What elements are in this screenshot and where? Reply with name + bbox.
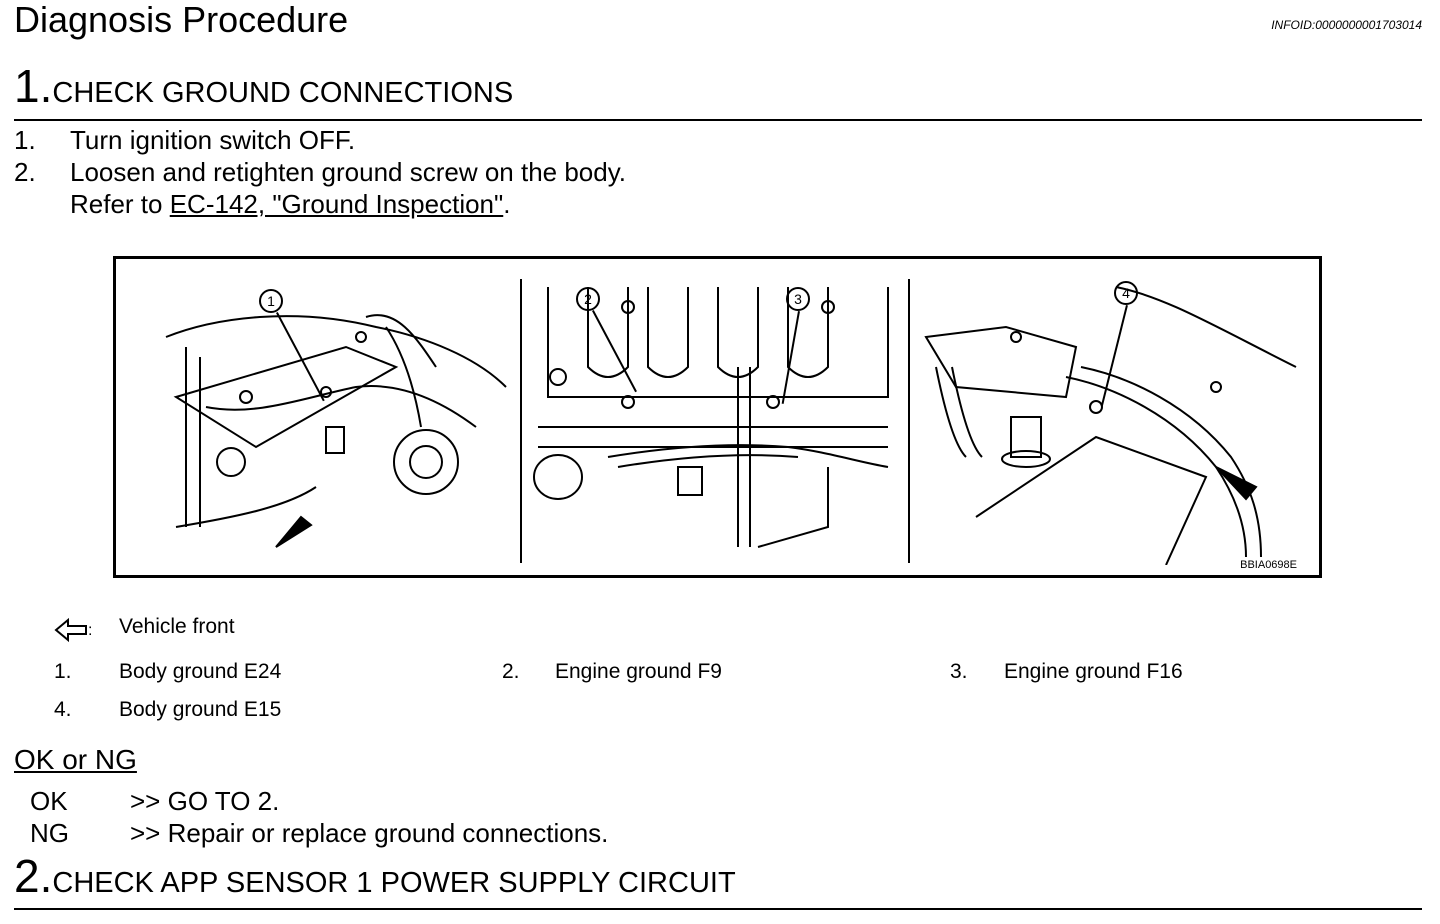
legend-1-number: 1. [54, 660, 72, 683]
vehicle-front-arrow-icon [54, 617, 90, 648]
callout-1: 1 [259, 289, 283, 313]
step-2-title: CHECK APP SENSOR 1 POWER SUPPLY CIRCUIT [52, 867, 736, 899]
figure-code: BBIA0698E [1240, 559, 1297, 571]
legend-2-label: Engine ground F9 [555, 660, 722, 683]
refer-line: Refer to EC-142, "Ground Inspection". [70, 188, 510, 220]
result-ng-key: NG [30, 818, 69, 848]
callout-2: 2 [576, 287, 600, 311]
ok-or-ng-heading: OK or NG [14, 744, 137, 775]
step-2-heading: 2.CHECK APP SENSOR 1 POWER SUPPLY CIRCUI… [14, 852, 736, 900]
refer-prefix: Refer to [70, 189, 170, 219]
step-1-heading: 1.CHECK GROUND CONNECTIONS [14, 62, 513, 110]
step-1-title: CHECK GROUND CONNECTIONS [52, 77, 514, 109]
instruction-2-number: 2. [14, 157, 36, 187]
engine-bay-panel-3 [924, 286, 1297, 565]
ground-inspection-link[interactable]: EC-142, "Ground Inspection" [169, 189, 504, 219]
engine-bay-panel-2 [533, 287, 889, 548]
legend-3-label: Engine ground F16 [1004, 660, 1183, 683]
result-ok-key: OK [30, 786, 68, 816]
page-title: Diagnosis Procedure [14, 0, 349, 40]
refer-suffix: . [503, 189, 511, 219]
step-1-number: 1. [14, 60, 53, 112]
instruction-1-text: Turn ignition switch OFF. [70, 125, 356, 155]
legend-4-number: 4. [54, 698, 72, 721]
ground-locations-figure: 1 2 3 4 BBIA0698E [113, 256, 1322, 578]
legend-2-number: 2. [502, 660, 520, 683]
legend-1-label: Body ground E24 [119, 660, 282, 683]
engine-bay-panel-1 [165, 314, 507, 548]
vehicle-front-colon: : [88, 622, 93, 639]
figure-divider-1 [520, 279, 522, 563]
instruction-2-text: Loosen and retighten ground screw on the… [70, 157, 627, 187]
step-1-rule [14, 119, 1422, 121]
step-2-number: 2. [14, 850, 53, 902]
callout-4: 4 [1114, 281, 1138, 305]
vehicle-front-label: Vehicle front [119, 615, 235, 638]
instruction-1-number: 1. [14, 125, 36, 155]
figure-divider-2 [908, 279, 910, 563]
info-id: INFOID:0000000001703014 [1271, 18, 1422, 32]
callout-3: 3 [786, 287, 810, 311]
result-ok-action: >> GO TO 2. [130, 786, 280, 816]
legend-3-number: 3. [950, 660, 968, 683]
legend-4-label: Body ground E15 [119, 698, 282, 721]
result-ng-action: >> Repair or replace ground connections. [130, 818, 609, 848]
step-2-rule [14, 908, 1422, 910]
